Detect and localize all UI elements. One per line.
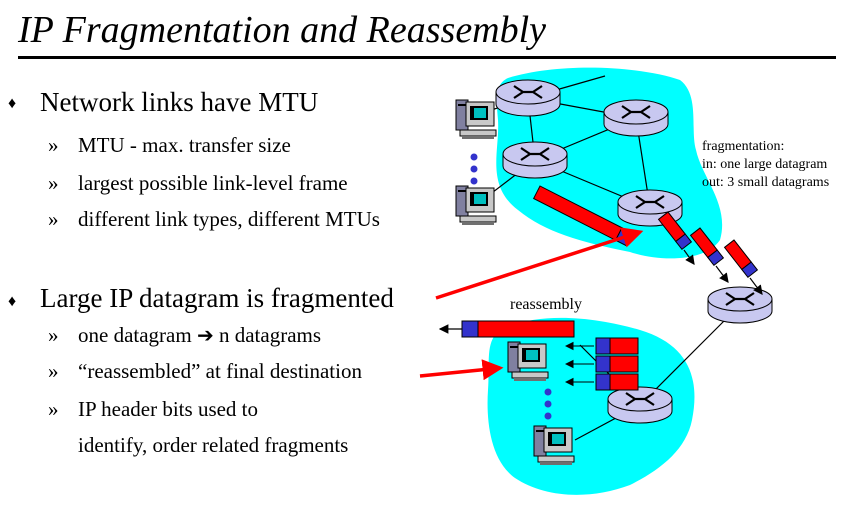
sub-marker: » <box>48 207 59 231</box>
router-icon <box>501 140 569 180</box>
sub-identify-order: identify, order related fragments <box>78 433 349 457</box>
sub-one-datagram: one datagram <box>78 323 192 347</box>
host-computer-icon <box>455 185 497 226</box>
router-icon <box>706 285 774 325</box>
sub-marker: » <box>48 397 59 421</box>
fragment <box>723 239 759 279</box>
host-computer-icon <box>533 425 575 466</box>
slide-title: IP Fragmentation and Reassembly <box>18 9 547 51</box>
ellipsis-dots <box>470 153 552 420</box>
router-icon <box>602 98 670 138</box>
fragmentation-out-label: out: 3 small datagrams <box>702 175 830 190</box>
sub-ip-header-bits: IP header bits used to <box>78 397 259 421</box>
arriving-fragments <box>564 337 639 391</box>
fragment-arrows <box>683 249 763 295</box>
sub-marker: » <box>48 323 59 347</box>
bullet-marker: ♦ <box>8 95 17 112</box>
sub-different-mtus: different link types, different MTUs <box>78 207 380 231</box>
bullet-marker: ♦ <box>8 293 17 310</box>
right-arrow-icon: ➔ <box>196 323 214 347</box>
host-computer-icon <box>507 341 549 382</box>
sub-marker: » <box>48 133 59 157</box>
title-underline <box>18 56 836 59</box>
fragment <box>657 211 693 251</box>
sub-n-datagrams: n datagrams <box>218 323 322 347</box>
sub-reassembled: “reassembled” at final destination <box>78 359 362 383</box>
bullet-network-links-mtu: Network links have MTU <box>40 87 319 117</box>
sub-marker: » <box>48 171 59 195</box>
reassembled-datagram <box>438 320 575 338</box>
red-pointer-arrows <box>419 227 644 381</box>
fragment <box>689 227 725 267</box>
sub-one-to-n: one datagram ➔ n datagrams <box>78 322 321 348</box>
router-icon <box>606 385 674 425</box>
reassembly-label: reassembly <box>510 296 582 313</box>
fragmentation-label: fragmentation: <box>702 139 785 154</box>
bullet-datagram-fragmented: Large IP datagram is fragmented <box>40 283 394 313</box>
sub-marker: » <box>48 359 59 383</box>
host-computer-icon <box>455 99 497 140</box>
sub-mtu-definition: MTU - max. transfer size <box>78 133 291 157</box>
fragmentation-in-label: in: one large datagram <box>702 157 828 172</box>
router-icon <box>494 78 562 118</box>
fragmentation-note: fragmentation: in: one large datagram ou… <box>702 138 829 192</box>
sub-largest-frame: largest possible link-level frame <box>78 171 348 195</box>
